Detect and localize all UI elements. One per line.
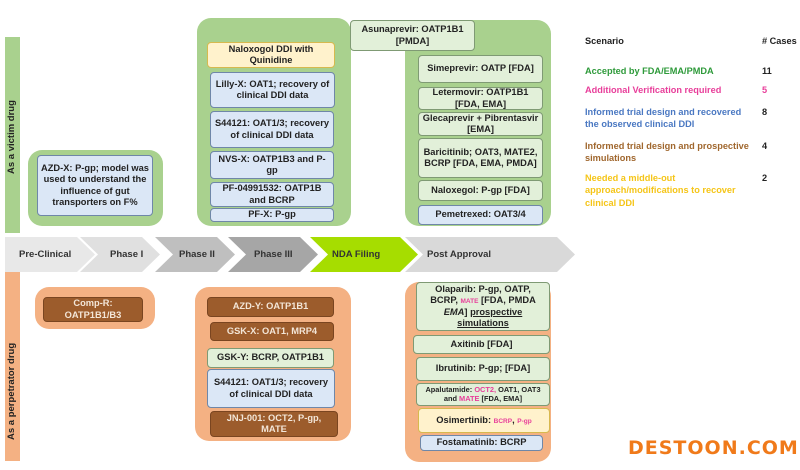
case-text: Osimertinib: <box>436 414 494 425</box>
case-box-naloxogol-ddi: Naloxogol DDI with Quinidine <box>207 42 335 68</box>
legend-scenario-label: Needed a middle-out approach/modificatio… <box>585 173 736 208</box>
case-text: prospective simulations <box>457 306 523 328</box>
case-text: S44121: OAT1/3; recovery of clinical DDI… <box>214 118 330 140</box>
legend-scenario-label: Informed trial design and recovered the … <box>585 107 742 130</box>
case-text: , <box>512 414 518 425</box>
case-box-olaparib: Olaparib: P-gp, OATP, BCRP, MATE [FDA, P… <box>416 282 550 331</box>
legend-case-count: 5 <box>762 85 768 95</box>
legend-header-cases: # Cases <box>762 36 797 46</box>
legend-scenario-label: Informed trial design and prospective si… <box>585 141 749 164</box>
case-box-jnj-001: JNJ-001: OCT2, P-gp, MATE <box>210 411 338 437</box>
case-box-simeprevir: Simeprevir: OATP [FDA] <box>418 55 543 83</box>
case-text: [FDA, EMA] <box>479 393 523 403</box>
case-text: Apalutamide: <box>425 384 475 394</box>
case-text: Baricitinib; OAT3, MATE2, BCRP [FDA, EMA… <box>423 146 538 168</box>
verification-transporter: OCT2, <box>474 384 497 394</box>
case-text: Olaparib: P-gp, OATP, BCRP, <box>430 284 531 306</box>
case-box-s44121-v: S44121: OAT1/3; recovery of clinical DDI… <box>210 111 334 148</box>
verification-transporter: MATE <box>460 298 479 306</box>
case-text: JNJ-001: OCT2, P-gp, MATE <box>226 412 322 434</box>
phase-post-approval: Post Approval <box>405 237 575 272</box>
case-box-apalutamide: Apalutamide: OCT2, OAT1, OAT3 and MATE [… <box>416 383 550 406</box>
phase-phase-ii: Phase II <box>155 237 235 272</box>
case-text: Letermovir: OATP1B1 [FDA, EMA] <box>432 87 529 109</box>
case-box-nvs-x: NVS-X: OATP1B3 and P-gp <box>210 151 334 179</box>
phase-label: Pre-Clinical <box>19 249 72 260</box>
case-text: GSK-Y: BCRP, OATP1B1 <box>217 352 324 363</box>
phase-phase-iii: Phase III <box>228 237 318 272</box>
phase-label: NDA Filing <box>332 249 381 260</box>
case-box-asunaprevir: Asunaprevir: OATP1B1 [PMDA] <box>350 20 475 51</box>
case-text: Glecaprevir + Pibrentasvir [EMA] <box>422 112 539 134</box>
legend-scenario-label: Accepted by FDA/EMA/PMDA <box>585 66 714 76</box>
phase-phase-i: Phase I <box>80 237 160 272</box>
phase-nda-filing: NDA Filing <box>310 237 418 272</box>
perpetrator-lane-label: As a perpetrator drug <box>6 342 17 440</box>
case-text: Pemetrexed: OAT3/4 <box>435 209 526 220</box>
phase-label: Post Approval <box>427 249 492 260</box>
case-text: Naloxogol DDI with Quinidine <box>228 43 314 65</box>
case-text: AZD-Y: OATP1B1 <box>232 301 309 312</box>
case-box-naloxegol: Naloxegol: P-gp [FDA] <box>418 180 543 201</box>
legend-header-scenario: Scenario <box>585 36 624 46</box>
case-box-pf-x: PF-X: P-gp <box>210 208 334 222</box>
case-text: Asunaprevir: OATP1B1 [PMDA] <box>361 24 464 46</box>
case-text: PF-X: P-gp <box>248 209 296 220</box>
legend-case-count: 8 <box>762 107 768 117</box>
legend-scenario-label: Additional Verification required <box>585 85 722 95</box>
legend-case-count: 2 <box>762 173 768 183</box>
case-text: ] <box>464 306 471 317</box>
case-box-lilly-x: Lilly-X: OAT1; recovery of clinical DDI … <box>210 72 335 108</box>
perpetrator-lane-bar <box>5 271 20 461</box>
case-box-axitinib: Axitinib [FDA] <box>413 335 550 354</box>
case-box-azd-x: AZD-X: P-gp; model was used to understan… <box>37 155 153 216</box>
case-text: Fostamatinib: BCRP <box>436 437 527 448</box>
case-box-azd-y: AZD-Y: OATP1B1 <box>207 297 334 317</box>
case-box-gsk-y: GSK-Y: BCRP, OATP1B1 <box>207 348 334 368</box>
case-text: [FDA, PMDA <box>478 295 536 306</box>
case-text: EMA <box>443 306 465 317</box>
case-box-fostamatinib: Fostamatinib: BCRP <box>420 435 543 451</box>
phase-pre-clinical: Pre-Clinical <box>5 237 95 272</box>
verification-transporter: BCRP <box>493 417 513 425</box>
phase-label: Phase III <box>254 249 293 260</box>
case-box-letermovir: Letermovir: OATP1B1 [FDA, EMA] <box>418 87 543 110</box>
case-box-glecaprevir: Glecaprevir + Pibrentasvir [EMA] <box>418 112 543 136</box>
legend-case-count: 4 <box>762 141 768 151</box>
case-box-pf-04991532: PF-04991532: OATP1B and BCRP <box>210 182 334 207</box>
case-text: Naloxegol: P-gp [FDA] <box>431 184 530 195</box>
case-text: Comp-R: OATP1B1/B3 <box>64 298 122 320</box>
victim-lane-bar <box>5 37 20 233</box>
case-box-pemetrexed: Pemetrexed: OAT3/4 <box>418 205 543 225</box>
verification-transporter: MATE <box>459 393 480 403</box>
case-box-gsk-x: GSK-X: OAT1, MRP4 <box>210 322 334 341</box>
case-text: Lilly-X: OAT1; recovery of clinical DDI … <box>215 78 330 100</box>
case-box-comp-r: Comp-R: OATP1B1/B3 <box>43 297 143 322</box>
case-box-osimertinib: Osimertinib: BCRP, P-gp <box>418 408 550 433</box>
case-text: NVS-X: OATP1B3 and P-gp <box>218 153 326 175</box>
case-text: GSK-X: OAT1, MRP4 <box>226 325 318 336</box>
victim-lane-label: As a victim drug <box>6 100 17 174</box>
watermark: DESTOON.COM <box>628 437 799 459</box>
case-text: S44121: OAT1/3; recovery of clinical DDI… <box>213 377 329 399</box>
case-text: PF-04991532: OATP1B and BCRP <box>222 183 322 205</box>
case-box-s44121-p: S44121: OAT1/3; recovery of clinical DDI… <box>207 369 335 408</box>
case-box-ibrutinib: Ibrutinib: P-gp; [FDA] <box>416 357 550 381</box>
phase-label: Phase I <box>110 249 144 260</box>
case-text: OAT1, OAT3 and <box>443 384 541 403</box>
case-text: Axitinib [FDA] <box>450 338 513 349</box>
case-text: Ibrutinib: P-gp; [FDA] <box>435 363 531 374</box>
verification-transporter: P-gp <box>517 417 532 425</box>
case-text: Simeprevir: OATP [FDA] <box>427 63 534 74</box>
phase-label: Phase II <box>179 249 215 260</box>
legend-case-count: 11 <box>762 66 772 76</box>
case-text: AZD-X: P-gp; model was used to understan… <box>41 163 149 207</box>
case-box-baricitinib: Baricitinib; OAT3, MATE2, BCRP [FDA, EMA… <box>418 138 543 178</box>
